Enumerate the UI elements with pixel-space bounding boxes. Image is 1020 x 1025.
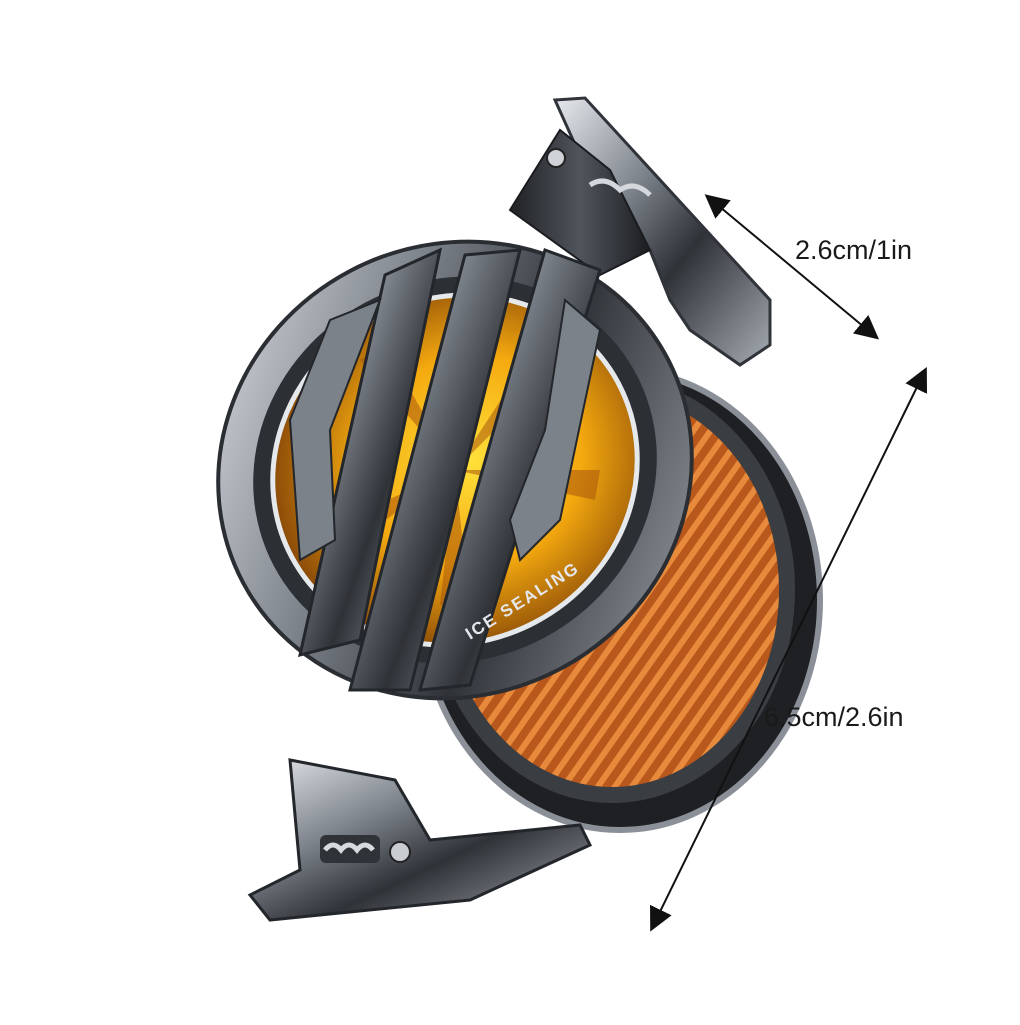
width-dimension-arrow (704, 194, 880, 340)
bottom-clip (247, 758, 593, 922)
height-dimension-arrow (650, 367, 928, 932)
front-ring: ICE SEALING (216, 239, 694, 701)
grille-bars (288, 247, 602, 692)
width-dimension-label: 2.6cm/1in (795, 235, 913, 265)
height-dimension-label: 6.5cm/2.6in (764, 702, 904, 732)
